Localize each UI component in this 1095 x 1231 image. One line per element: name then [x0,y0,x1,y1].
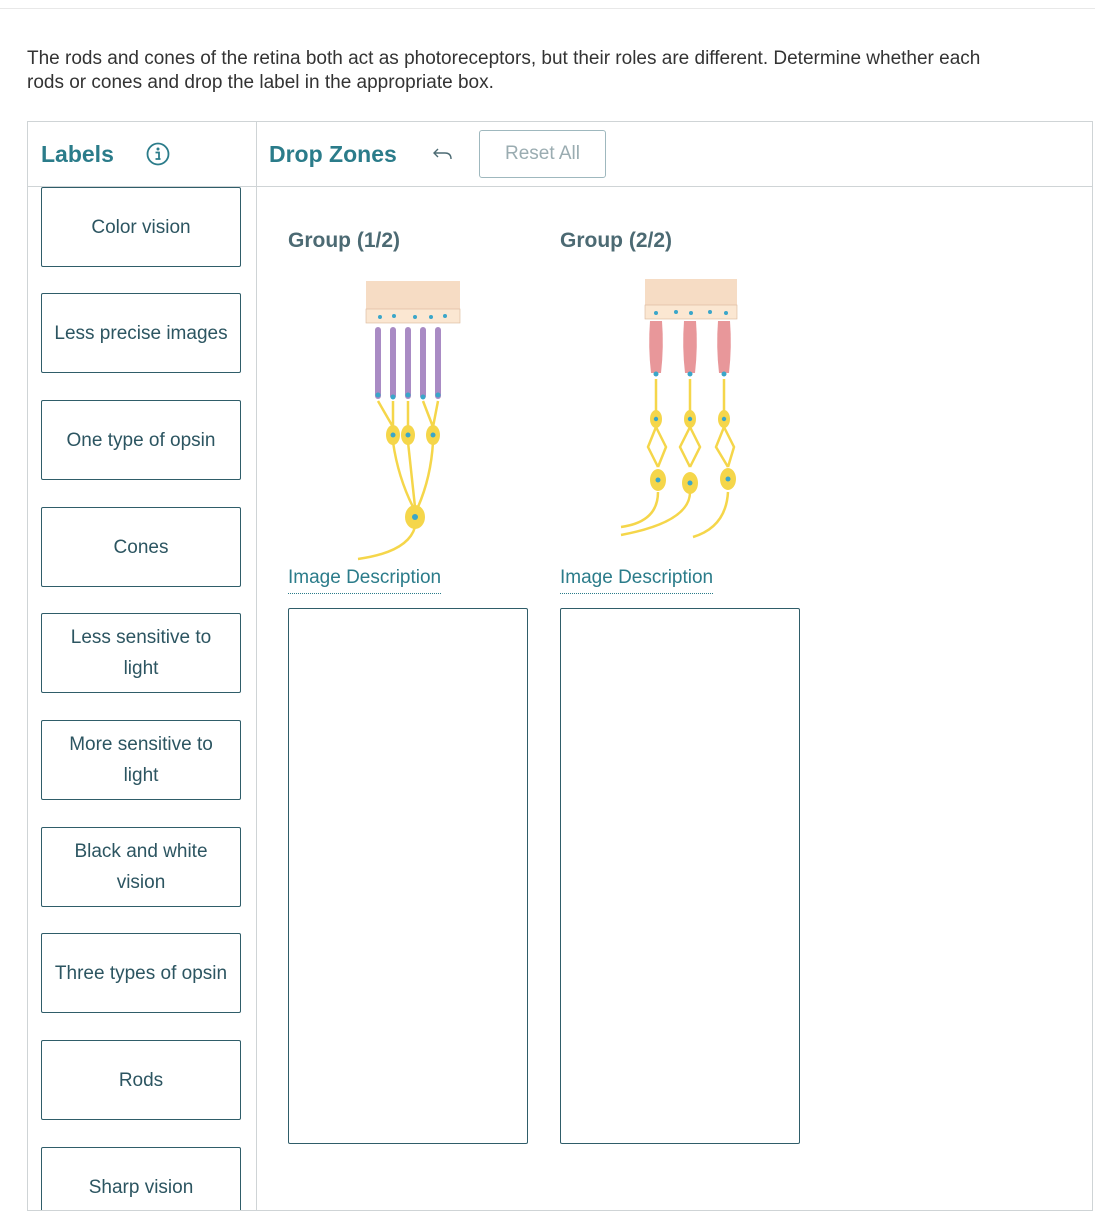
instructions-text: The rods and cones of the retina both ac… [27,48,981,93]
info-icon[interactable] [146,142,170,166]
group-2-image-description-link[interactable]: Image Description [560,567,714,594]
label-card-sharp-vision[interactable]: Sharp vision [41,1147,241,1210]
label-card-more-sensitive-to-light[interactable]: More sensitive to light [41,720,241,800]
label-card-black-and-white-vision[interactable]: Black and white vision [41,827,241,907]
label-card-less-precise-images[interactable]: Less precise images [41,293,241,373]
group-1-drop-zone[interactable] [288,608,528,1144]
undo-icon[interactable] [432,146,454,162]
panel-divider-vertical [256,122,257,1210]
group-1-image-description-link[interactable]: Image Description [288,567,442,594]
rod-cells-illustration [357,281,461,561]
label-card-rods[interactable]: Rods [41,1040,241,1120]
labels-heading: Labels [41,141,114,167]
group-2-title: Group (2/2) [560,229,673,252]
activity-panel: Labels Drop Zones Reset All Color vision… [27,121,1093,1211]
panel-divider-horizontal [28,186,1092,187]
cone-cells-illustration [620,279,738,539]
label-card-three-types-of-opsin[interactable]: Three types of opsin [41,933,241,1013]
drop-zones-heading: Drop Zones [269,141,397,167]
group-2-drop-zone[interactable] [560,608,800,1144]
reset-all-button[interactable]: Reset All [479,130,606,178]
label-card-less-sensitive-to-light[interactable]: Less sensitive to light [41,613,241,693]
label-card-color-vision[interactable]: Color vision [41,187,241,267]
label-card-cones[interactable]: Cones [41,507,241,587]
top-divider [0,8,1095,9]
group-1-title: Group (1/2) [288,229,401,252]
label-card-one-type-of-opsin[interactable]: One type of opsin [41,400,241,480]
